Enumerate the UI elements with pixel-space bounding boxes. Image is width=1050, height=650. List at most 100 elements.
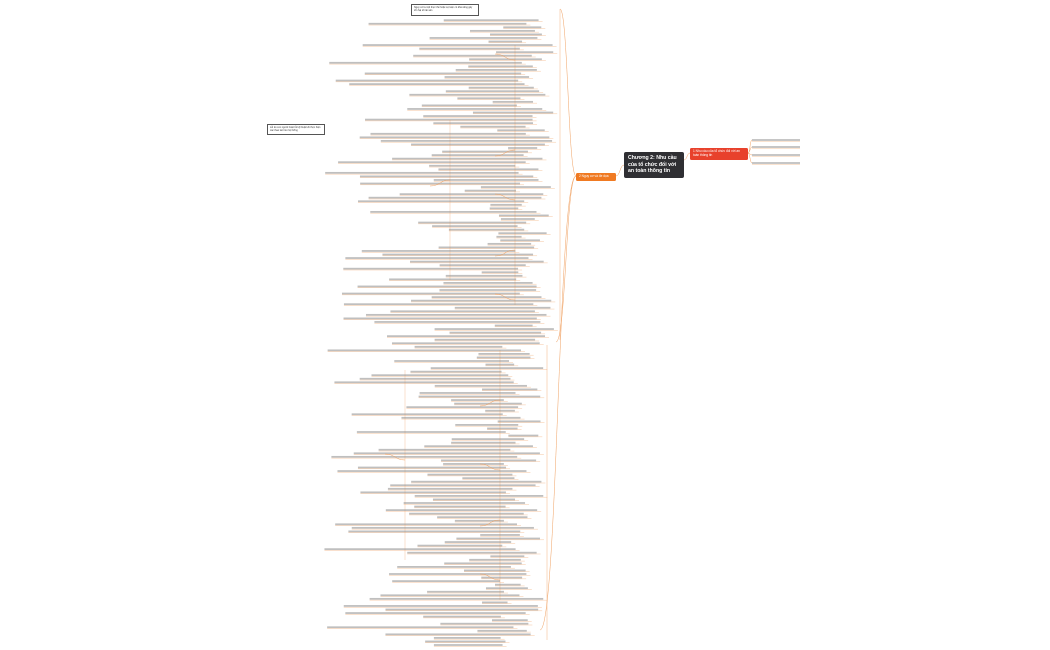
topic-line-130[interactable]: [357, 466, 507, 469]
topic-line-79[interactable]: [357, 285, 537, 288]
topic-line-47[interactable]: [325, 171, 519, 174]
topic-line-177[interactable]: [385, 633, 531, 636]
topic-line-63[interactable]: [448, 228, 525, 231]
topic-line-6[interactable]: [503, 26, 542, 29]
topic-line-144[interactable]: [437, 516, 528, 519]
topic-line-28[interactable]: [421, 104, 517, 107]
topic-line-82[interactable]: [431, 296, 542, 298]
topic-line-179[interactable]: [425, 640, 506, 643]
topic-line-73[interactable]: [439, 264, 526, 267]
topic-line-42[interactable]: [431, 154, 524, 156]
topic-line-101[interactable]: [485, 363, 515, 366]
topic-line-77[interactable]: [389, 278, 517, 281]
topic-line-8[interactable]: [490, 33, 542, 36]
topic-line-140[interactable]: [403, 502, 526, 504]
topic-line-38[interactable]: [380, 140, 553, 142]
topic-line-128[interactable]: [441, 459, 537, 462]
topic-line-39[interactable]: [411, 143, 545, 146]
topic-line-95[interactable]: [391, 342, 540, 345]
topic-line-62[interactable]: [432, 225, 518, 227]
topic-line-31[interactable]: [423, 115, 533, 117]
topic-line-66[interactable]: [500, 239, 540, 242]
topic-line-157[interactable]: [444, 562, 522, 565]
topic-line-100[interactable]: [394, 360, 510, 362]
topic-line-35[interactable]: [497, 129, 545, 132]
topic-line-151[interactable]: [444, 541, 512, 543]
topic-line-166[interactable]: [380, 594, 520, 597]
topic-line-9[interactable]: [429, 37, 538, 39]
topic-line-96[interactable]: [414, 345, 503, 348]
topic-line-50[interactable]: [360, 182, 521, 185]
topic-line-13[interactable]: [496, 51, 554, 54]
root-topic[interactable]: Chương 2: Nhu cầu của tổ chức đối với an…: [624, 152, 684, 178]
topic-line-70[interactable]: [382, 253, 534, 256]
topic-line-133[interactable]: [462, 477, 515, 480]
topic-line-16[interactable]: [329, 61, 522, 64]
topic-line-103[interactable]: [410, 370, 502, 373]
topic-line-149[interactable]: [480, 534, 520, 536]
topic-line-30[interactable]: [472, 111, 554, 114]
topic-line-115[interactable]: [351, 413, 503, 416]
topic-line-81[interactable]: [341, 292, 520, 295]
topic-line-155[interactable]: [490, 555, 525, 558]
topic-line-129[interactable]: [443, 463, 504, 465]
topic-line-125[interactable]: [378, 448, 511, 451]
topic-line-92[interactable]: [449, 331, 542, 334]
callout-box-left[interactable]: Lỗi do con người hoặc lỗi kỹ thuật khi t…: [267, 124, 325, 135]
topic-line-32[interactable]: [365, 118, 533, 121]
topic-line-61[interactable]: [418, 221, 527, 224]
topic-line-141[interactable]: [414, 505, 506, 508]
topic-line-94[interactable]: [434, 338, 536, 341]
topic-line-40[interactable]: [508, 147, 538, 149]
topic-line-55[interactable]: [357, 200, 525, 203]
topic-line-21[interactable]: [335, 79, 519, 82]
topic-line-25[interactable]: [409, 93, 546, 96]
topic-line-83[interactable]: [411, 299, 552, 302]
topic-line-88[interactable]: [343, 317, 537, 320]
needs-leaf-2[interactable]: [752, 146, 800, 148]
topic-line-17[interactable]: [468, 65, 533, 68]
topic-line-105[interactable]: [359, 377, 511, 380]
topic-line-102[interactable]: [430, 367, 544, 369]
topic-line-33[interactable]: [433, 122, 534, 125]
topic-line-112[interactable]: [454, 402, 522, 405]
topic-line-124[interactable]: [424, 445, 533, 448]
topic-line-163[interactable]: [495, 583, 521, 586]
topic-line-89[interactable]: [374, 321, 541, 323]
topic-line-72[interactable]: [410, 260, 544, 263]
topic-line-127[interactable]: [331, 455, 518, 458]
topic-line-46[interactable]: [438, 168, 539, 171]
topic-line-53[interactable]: [399, 193, 544, 196]
topic-line-113[interactable]: [406, 406, 519, 409]
topic-line-11[interactable]: [362, 44, 553, 46]
topic-line-137[interactable]: [360, 491, 506, 494]
topic-line-18[interactable]: [455, 69, 537, 71]
topic-line-74[interactable]: [343, 267, 519, 270]
topic-line-120[interactable]: [356, 431, 506, 433]
topic-line-154[interactable]: [407, 551, 537, 554]
topic-line-71[interactable]: [345, 257, 529, 259]
topic-line-169[interactable]: [343, 605, 538, 607]
topic-line-87[interactable]: [365, 313, 547, 316]
topic-line-132[interactable]: [427, 473, 513, 476]
topic-line-110[interactable]: [418, 395, 541, 398]
topic-line-48[interactable]: [359, 175, 534, 178]
topic-line-19[interactable]: [364, 72, 522, 75]
topic-line-93[interactable]: [387, 335, 546, 338]
topic-line-58[interactable]: [370, 211, 537, 213]
topic-line-164[interactable]: [485, 587, 528, 590]
topic-line-161[interactable]: [481, 576, 523, 579]
topic-line-178[interactable]: [433, 637, 501, 639]
topic-line-119[interactable]: [487, 427, 518, 430]
topic-line-174[interactable]: [440, 622, 529, 625]
topic-line-34[interactable]: [460, 125, 526, 128]
topic-line-117[interactable]: [497, 420, 541, 423]
topic-line-57[interactable]: [489, 207, 519, 210]
topic-line-139[interactable]: [432, 498, 516, 501]
topic-line-20[interactable]: [444, 76, 530, 78]
topic-line-106[interactable]: [334, 381, 514, 384]
topic-line-84[interactable]: [343, 303, 534, 306]
topic-line-27[interactable]: [492, 100, 534, 103]
topic-line-80[interactable]: [439, 289, 537, 291]
topic-line-123[interactable]: [451, 441, 516, 444]
